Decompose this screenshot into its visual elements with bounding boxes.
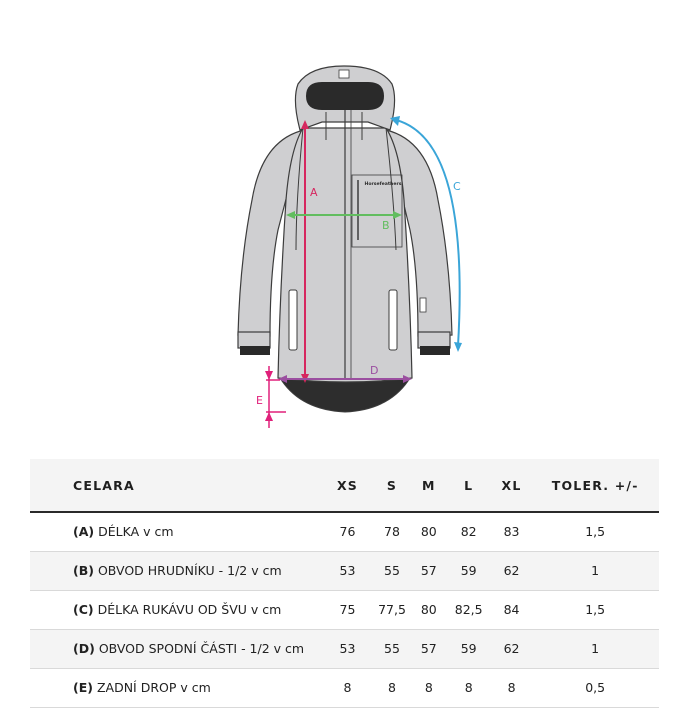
header-size-l: L (445, 459, 492, 513)
cell-s: 8 (371, 668, 413, 708)
table-row: (B)OBVOD HRUDNÍKU - 1/2 v cm 53 55 57 59… (30, 551, 659, 591)
cell-l: 59 (445, 551, 492, 591)
table-header-row: CELARA XS S M L XL TOLER. +/- (30, 459, 659, 513)
row-code: (B) (73, 563, 94, 578)
table-row: (D)OBVOD SPODNÍ ČÁSTI - 1/2 v cm 53 55 5… (30, 629, 659, 669)
left-cuff (237, 331, 271, 349)
jacket-measurement-diagram: Horsefeathers A B C D E (237, 65, 462, 428)
cell-tolerance: 1 (531, 551, 659, 591)
cell-m: 80 (412, 590, 446, 630)
cell-l: 8 (445, 668, 492, 708)
cell-xl: 62 (491, 551, 532, 591)
measure-c-label: C (453, 180, 461, 193)
row-measure-name: (B)OBVOD HRUDNÍKU - 1/2 v cm (30, 551, 324, 591)
cell-s: 77,5 (371, 590, 413, 630)
measure-d-label: D (370, 364, 378, 377)
sleeve-pass-pocket (419, 297, 427, 313)
row-label: DÉLKA RUKÁVU OD ŠVU v cm (97, 602, 282, 617)
cell-l: 59 (445, 629, 492, 669)
measure-a-arrow-top (301, 120, 309, 129)
chest-pocket (351, 174, 403, 248)
row-measure-name: (C)DÉLKA RUKÁVU OD ŠVU v cm (30, 590, 324, 630)
cell-tolerance: 1,5 (531, 590, 659, 630)
header-size-m: M (412, 459, 446, 513)
size-table: CELARA XS S M L XL TOLER. +/- (A)DÉLKA v… (30, 459, 659, 708)
row-code: (D) (73, 641, 95, 656)
cell-xs: 8 (323, 668, 372, 708)
table-row: (A)DÉLKA v cm 76 78 80 82 83 1,5 (30, 512, 659, 552)
header-size-s: S (371, 459, 413, 513)
cell-s: 78 (371, 512, 413, 552)
right-cuff-trim (420, 346, 450, 355)
cell-m: 80 (412, 512, 446, 552)
measure-b-arrow-right (393, 211, 402, 219)
row-measure-name: (D)OBVOD SPODNÍ ČÁSTI - 1/2 v cm (30, 629, 324, 669)
right-cuff (417, 331, 451, 349)
left-hand-pocket (288, 289, 298, 351)
left-cuff-trim (240, 346, 270, 355)
measure-b-arrow-left (286, 211, 295, 219)
measure-a-label: A (310, 186, 318, 199)
header-size-xs: XS (323, 459, 372, 513)
cell-m: 8 (412, 668, 446, 708)
measure-b-label: B (382, 219, 390, 232)
hood-opening (306, 82, 384, 110)
brand-label: Horsefeathers (365, 181, 402, 187)
left-raglan-seam (295, 127, 304, 251)
right-raglan-seam (385, 127, 397, 251)
measure-c-arrow-top (390, 116, 400, 126)
measure-e-arrow-top (265, 371, 273, 380)
row-code: (C) (73, 602, 94, 617)
cell-m: 57 (412, 551, 446, 591)
measure-c-arc (395, 119, 461, 347)
cell-xs: 53 (323, 551, 372, 591)
row-code: (E) (73, 680, 93, 695)
measure-d-arrow-right (403, 375, 412, 383)
cell-tolerance: 1 (531, 629, 659, 669)
cell-xl: 83 (491, 512, 532, 552)
row-measure-name: (E)ZADNÍ DROP v cm (30, 668, 324, 708)
cell-xs: 76 (323, 512, 372, 552)
row-label: ZADNÍ DROP v cm (96, 680, 211, 695)
row-label: OBVOD SPODNÍ ČÁSTI - 1/2 v cm (98, 641, 305, 656)
cell-xs: 75 (323, 590, 372, 630)
row-code: (A) (73, 524, 95, 540)
table-row: (C)DÉLKA RUKÁVU OD ŠVU v cm 75 77,5 80 8… (30, 590, 659, 630)
cell-l: 82,5 (445, 590, 492, 630)
header-tolerance: TOLER. +/- (531, 459, 659, 513)
table-row: (E)ZADNÍ DROP v cm 8 8 8 8 8 0,5 (30, 668, 659, 708)
cell-xs: 53 (323, 629, 372, 669)
cell-l: 82 (445, 512, 492, 552)
cell-s: 55 (371, 629, 413, 669)
header-size-xl: XL (491, 459, 532, 513)
row-measure-name: (A)DÉLKA v cm (30, 512, 324, 552)
back-hem-drop (279, 377, 411, 413)
right-hand-pocket (388, 289, 398, 351)
measure-e-label: E (256, 394, 263, 407)
row-label: OBVOD HRUDNÍKU - 1/2 v cm (97, 563, 282, 578)
cell-m: 57 (412, 629, 446, 669)
cell-xl: 84 (491, 590, 532, 630)
header-product-name: CELARA (30, 459, 324, 513)
measure-e-arrow-bottom (265, 412, 273, 421)
cell-tolerance: 1,5 (531, 512, 659, 552)
measure-d-arrow-left (278, 375, 287, 383)
hood-logo-tab (338, 69, 350, 79)
cell-tolerance: 0,5 (531, 668, 659, 708)
row-label: DÉLKA v cm (98, 524, 174, 540)
cell-s: 55 (371, 551, 413, 591)
cell-xl: 62 (491, 629, 532, 669)
cell-xl: 8 (491, 668, 532, 708)
measure-c-arrow-bottom (454, 342, 462, 352)
